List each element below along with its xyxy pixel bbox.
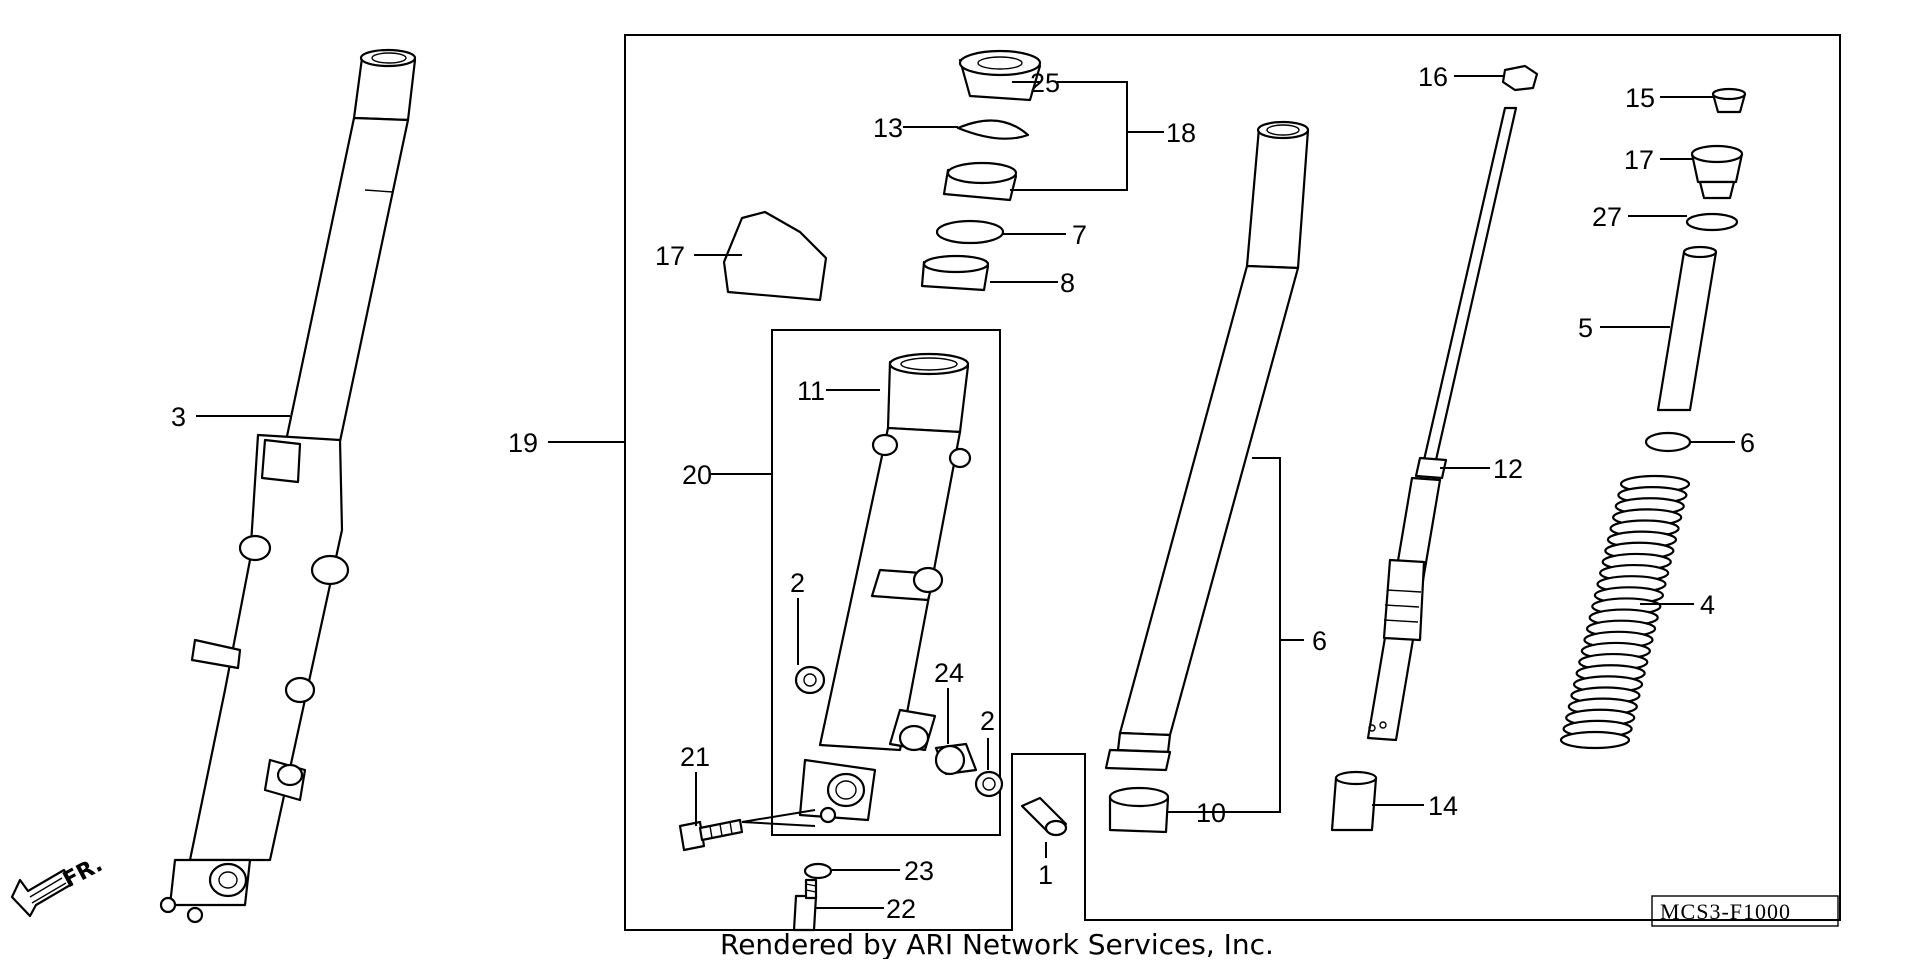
- washer-part-2-right: [974, 770, 1004, 798]
- bushing-part-13: [1330, 770, 1378, 832]
- assembly-20-boundary: [624, 34, 1841, 931]
- callout-2-right: 2: [980, 706, 995, 736]
- bolt-part-22: [678, 818, 744, 852]
- callout-9: 8: [1060, 268, 1075, 298]
- render-credit: Rendered by ARI Network Services, Inc.: [720, 928, 1274, 959]
- nut-part-16: [1501, 64, 1539, 92]
- dust-seal-part-26: [958, 49, 1042, 102]
- callout-8: 7: [1072, 220, 1087, 250]
- callout-6: 6: [1740, 428, 1755, 458]
- washer-part-6: [1644, 431, 1692, 453]
- callout-13: 14: [1428, 791, 1458, 821]
- callout-19: 18: [1166, 118, 1196, 148]
- o-ring-part-27: [1685, 212, 1739, 232]
- spring-coil: [1559, 730, 1631, 750]
- callout-2-left: 2: [790, 568, 805, 598]
- collar-part-25: [934, 742, 978, 776]
- bushing-part-10: [1108, 786, 1170, 834]
- callout-7: 6: [1312, 626, 1327, 656]
- callout-23: 22: [886, 894, 916, 924]
- slide-bushing-part-9: [920, 254, 990, 292]
- callout-3: 3: [171, 402, 186, 432]
- callout-labels: 3 25 18 13 7 8 17 19 20 11 2 24 2 1 21 2…: [171, 62, 1755, 924]
- callout-24: 23: [904, 856, 934, 886]
- diagram-code: MCS3-F1000: [1660, 899, 1791, 924]
- callout-17: 17: [1624, 145, 1654, 175]
- oil-seal: [942, 161, 1018, 202]
- callout-14: 13: [873, 113, 903, 143]
- stopper-ring-part-14: [956, 119, 1030, 140]
- callout-10: 10: [1196, 798, 1226, 828]
- outer-tube-part-7: [1104, 120, 1310, 772]
- callout-4: 4: [1700, 590, 1715, 620]
- callout-22: 21: [680, 742, 710, 772]
- callout-25: 24: [934, 658, 964, 688]
- callout-15: 15: [1625, 83, 1655, 113]
- assembly-21-boundary: [771, 329, 1001, 836]
- fork-bolt-part-17: [1690, 144, 1744, 200]
- leader-lines: [196, 75, 1735, 909]
- callout-5: 5: [1578, 313, 1593, 343]
- back-up-ring-part-8: [935, 219, 1005, 245]
- callout-16: 16: [1418, 62, 1448, 92]
- washer-part-24: [803, 862, 833, 880]
- bolt-part-23: [792, 878, 818, 932]
- damper-rod-part-12: [1366, 106, 1518, 742]
- spacer-part-5: [1656, 245, 1718, 412]
- diagram-code-box: [1651, 895, 1839, 927]
- washer-part-2-left: [794, 665, 826, 695]
- callout-1: 1: [1038, 860, 1053, 890]
- callout-12: 12: [1493, 454, 1523, 484]
- callout-18: 17: [655, 241, 685, 271]
- pin-part-1: [1020, 796, 1068, 837]
- callout-21: 20: [682, 460, 712, 490]
- fork-assembly-part-3: [159, 48, 417, 924]
- callout-27: 27: [1592, 202, 1622, 232]
- fork-slider-part-11: [798, 352, 972, 824]
- spring-part-4: [1559, 474, 1691, 750]
- callout-11: 11: [797, 376, 825, 406]
- callout-26: 25: [1030, 68, 1060, 98]
- callout-20: 19: [508, 428, 538, 458]
- fork-guard-part-18: [722, 210, 828, 302]
- front-direction-arrow: [10, 868, 74, 918]
- cap-part-15: [1711, 87, 1747, 114]
